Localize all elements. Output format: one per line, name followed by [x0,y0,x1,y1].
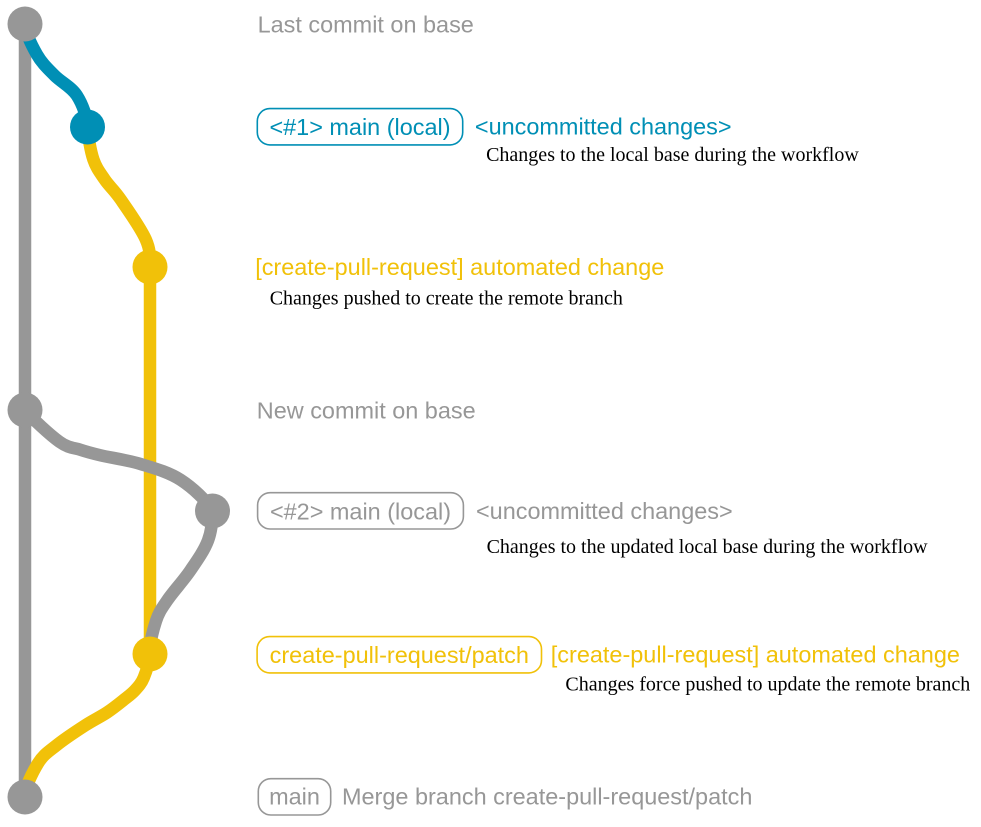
svg-text:Changes to the local base duri: Changes to the local base during the wor… [486,144,859,166]
svg-text:<#1> main (local): <#1> main (local) [269,114,450,140]
svg-text:[create-pull-request] automate: [create-pull-request] automated change [551,642,960,668]
svg-text:New commit on base: New commit on base [257,398,476,424]
svg-text:Merge branch create-pull-reque: Merge branch create-pull-request/patch [342,783,752,809]
svg-text:Changes pushed to create the r: Changes pushed to create the remote bran… [270,287,623,309]
svg-text:[create-pull-request] automate: [create-pull-request] automated change [255,254,664,280]
svg-text:Last commit on base: Last commit on base [258,12,474,38]
svg-text:Changes force pushed to update: Changes force pushed to update the remot… [565,674,970,696]
svg-text:<uncommitted changes>: <uncommitted changes> [475,114,732,140]
svg-text:main: main [269,783,320,809]
svg-text:create-pull-request/patch: create-pull-request/patch [270,642,529,668]
svg-text:Changes to the updated local b: Changes to the updated local base during… [487,536,929,558]
svg-text:<uncommitted changes>: <uncommitted changes> [476,498,733,524]
svg-text:<#2> main (local): <#2> main (local) [270,498,451,524]
